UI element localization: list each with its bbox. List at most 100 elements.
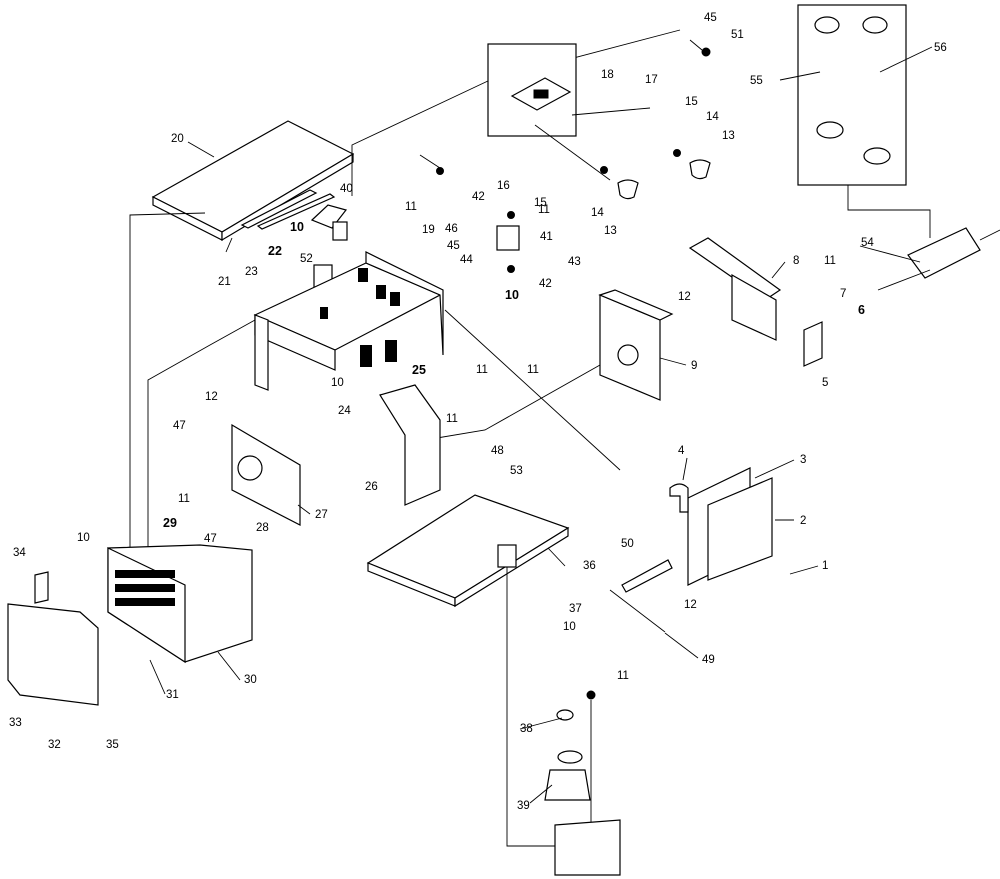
callout-27: 27: [315, 509, 328, 521]
callout-10-top: 10: [290, 220, 304, 234]
curved-cover: [379, 384, 441, 506]
callout-45-outlet: 45: [447, 240, 460, 252]
callout-10-base: 10: [563, 621, 576, 633]
callout-45-top: 45: [704, 12, 717, 24]
callout-54: 54: [861, 237, 874, 249]
callout-53: 53: [510, 465, 523, 477]
callout-12-panel: 12: [678, 291, 691, 303]
callout-labels: 1 2 3 4 5 6 7 8 9 10 10 10 10 10 11 11 1…: [9, 12, 947, 812]
callout-17: 17: [645, 74, 658, 86]
callout-2: 2: [800, 515, 806, 527]
callout-28: 28: [256, 522, 269, 534]
side-panel: [231, 423, 301, 526]
callout-5: 5: [822, 377, 828, 389]
callout-12-door: 12: [684, 599, 697, 611]
cover-rail: [256, 193, 336, 230]
base-plate: [366, 494, 570, 608]
callout-42-bottom: 42: [539, 278, 552, 290]
callout-6: 6: [858, 303, 865, 317]
callout-44: 44: [460, 254, 473, 266]
callout-37: 37: [569, 603, 582, 615]
callout-1: 1: [822, 560, 828, 572]
callout-12-chassis: 12: [205, 391, 218, 403]
remote-inset: [797, 4, 907, 186]
callout-4: 4: [678, 445, 685, 457]
callout-10-housing: 10: [77, 532, 90, 544]
callout-23: 23: [245, 266, 258, 278]
callout-7: 7: [840, 288, 846, 300]
callout-47-side: 47: [173, 420, 186, 432]
outlet-box: [496, 211, 520, 273]
front-door: [687, 467, 773, 586]
valve-assembly: [497, 544, 621, 876]
callout-13-lower: 13: [604, 225, 617, 237]
callout-41: 41: [540, 231, 553, 243]
front-cover: [7, 571, 99, 706]
callout-47-housing: 47: [204, 533, 217, 545]
callout-32: 32: [48, 739, 61, 751]
callout-10-chassis: 10: [505, 288, 519, 302]
callout-11-cover: 11: [446, 413, 458, 425]
callout-55: 55: [750, 75, 763, 87]
callout-29: 29: [163, 516, 177, 530]
callout-11-valve: 11: [617, 670, 629, 682]
callout-10-grille: 10: [331, 377, 344, 389]
callout-11-outlet: 11: [538, 204, 550, 216]
cover-plate: [803, 321, 823, 367]
callout-14-lower: 14: [591, 207, 604, 219]
inner-chassis: [253, 251, 444, 391]
callout-33: 33: [9, 717, 22, 729]
callout-48: 48: [491, 445, 504, 457]
leader-lines: [149, 39, 933, 804]
callout-14-right: 14: [706, 111, 719, 123]
callout-19: 19: [422, 224, 435, 236]
callout-43: 43: [568, 256, 581, 268]
callout-49: 49: [702, 654, 715, 666]
callout-9: 9: [691, 360, 697, 372]
callout-39: 39: [517, 800, 530, 812]
callout-15-lower: 15: [534, 197, 547, 209]
callout-22: 22: [268, 244, 282, 258]
hinge-strip: [621, 559, 673, 593]
handle: [669, 483, 689, 513]
callout-26: 26: [365, 481, 378, 493]
callout-25: 25: [412, 363, 426, 377]
callout-50: 50: [621, 538, 634, 550]
callout-20: 20: [171, 133, 184, 145]
callout-34: 34: [13, 547, 26, 559]
callout-36: 36: [583, 560, 596, 572]
callout-16: 16: [497, 180, 510, 192]
callout-30: 30: [244, 674, 257, 686]
callout-8: 8: [793, 255, 799, 267]
callout-40: 40: [340, 183, 353, 195]
callout-38: 38: [520, 723, 533, 735]
callout-35: 35: [106, 739, 119, 751]
power-cord-assembly: [436, 47, 711, 200]
callout-11-bracket: 11: [824, 255, 836, 267]
top-cover-panel: [151, 120, 355, 242]
callout-11-panel: 11: [527, 364, 539, 376]
callout-11-chassis: 11: [476, 364, 488, 376]
callout-24: 24: [338, 405, 351, 417]
callout-13-right: 13: [722, 130, 735, 142]
rear-panel: [598, 289, 674, 401]
callout-52: 52: [300, 253, 313, 265]
housing-vent-grille: [115, 570, 175, 606]
callout-11-top: 11: [405, 201, 417, 213]
callout-31: 31: [166, 689, 179, 701]
callout-51: 51: [731, 29, 744, 41]
terminal-box-inset: [487, 43, 577, 137]
callout-11-side: 11: [178, 493, 190, 505]
control-handset: [877, 227, 1000, 291]
mounting-bracket: [688, 237, 782, 341]
main-housing: [107, 544, 253, 664]
chassis-vent-grille: [320, 268, 400, 367]
callout-21: 21: [218, 276, 231, 288]
callout-46: 46: [445, 223, 458, 235]
callout-15-right: 15: [685, 96, 698, 108]
callout-18: 18: [601, 69, 614, 81]
callout-56: 56: [934, 42, 947, 54]
callout-3: 3: [800, 454, 806, 466]
callout-42-top: 42: [472, 191, 485, 203]
